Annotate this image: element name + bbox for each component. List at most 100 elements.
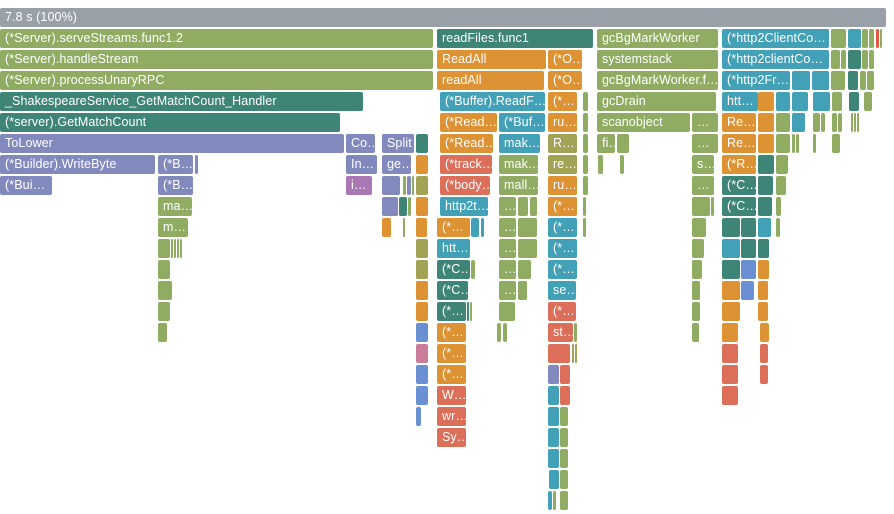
flame-frame[interactable]: (*C…: [722, 197, 756, 216]
flame-frame[interactable]: (*C…: [722, 176, 756, 195]
flame-frame[interactable]: …: [692, 113, 718, 132]
flame-frame[interactable]: …: [499, 239, 516, 258]
flame-frame[interactable]: readFiles.func1: [437, 29, 593, 48]
flame-frame-sliver[interactable]: [792, 92, 808, 111]
flame-frame-sliver[interactable]: [722, 218, 740, 237]
flame-frame-sliver[interactable]: [848, 29, 861, 48]
flame-frame[interactable]: (*body…: [440, 176, 490, 195]
flame-frame-sliver[interactable]: [560, 407, 568, 426]
flame-frame-sliver[interactable]: [195, 155, 198, 174]
flame-frame-sliver[interactable]: [692, 260, 702, 279]
flame-frame-sliver[interactable]: [692, 323, 699, 342]
flame-frame-sliver[interactable]: [776, 197, 781, 216]
flame-frame-sliver[interactable]: [869, 29, 874, 48]
flame-frame[interactable]: (*Read…: [440, 134, 493, 153]
flame-frame[interactable]: (*…: [437, 365, 466, 384]
flame-frame[interactable]: (*O…: [548, 50, 582, 69]
flame-frame-sliver[interactable]: [416, 302, 428, 321]
flame-frame-sliver[interactable]: [821, 113, 825, 132]
flame-frame-sliver[interactable]: [857, 113, 859, 132]
flame-frame-sliver[interactable]: [758, 155, 774, 174]
flame-frame-sliver[interactable]: [158, 239, 170, 258]
flame-frame-sliver[interactable]: [722, 260, 740, 279]
flame-frame[interactable]: gcBgMarkWorker: [597, 29, 718, 48]
flame-frame-sliver[interactable]: [548, 386, 559, 405]
flame-frame-sliver[interactable]: [518, 239, 537, 258]
flame-frame[interactable]: (*O…: [548, 71, 582, 90]
flame-frame-sliver[interactable]: [792, 134, 795, 153]
flame-frame-sliver[interactable]: [758, 302, 768, 321]
flame-frame-sliver[interactable]: [416, 344, 428, 363]
flame-frame-sliver[interactable]: [692, 302, 700, 321]
flame-frame[interactable]: W…: [437, 386, 466, 405]
flame-frame-sliver[interactable]: [860, 71, 866, 90]
flame-frame-sliver[interactable]: [831, 29, 846, 48]
flame-frame[interactable]: (*Builder).WriteByte: [0, 155, 155, 174]
flame-frame-sliver[interactable]: [812, 71, 829, 90]
flame-frame-sliver[interactable]: [382, 218, 391, 237]
flame-frame[interactable]: (*…: [548, 92, 577, 111]
flame-frame[interactable]: http2t…: [440, 197, 488, 216]
flame-frame-sliver[interactable]: [403, 176, 406, 195]
flame-frame[interactable]: (*Server).handleStream: [0, 50, 433, 69]
flame-frame-sliver[interactable]: [583, 176, 588, 195]
flame-frame[interactable]: htt…: [437, 239, 470, 258]
flame-frame-sliver[interactable]: [758, 218, 771, 237]
flame-frame[interactable]: Sy…: [437, 428, 466, 447]
flame-frame-sliver[interactable]: [776, 134, 790, 153]
flame-frame-sliver[interactable]: [876, 29, 879, 48]
flame-frame-sliver[interactable]: [758, 176, 773, 195]
flame-frame-sliver[interactable]: [776, 155, 788, 174]
flame-frame[interactable]: st…: [548, 323, 573, 342]
flame-frame-sliver[interactable]: [692, 239, 704, 258]
flame-frame-sliver[interactable]: [758, 197, 772, 216]
flame-frame-sliver[interactable]: [776, 113, 790, 132]
flame-frame[interactable]: (*B…: [158, 155, 193, 174]
flame-frame-sliver[interactable]: [758, 134, 774, 153]
flame-frame[interactable]: In…: [346, 155, 377, 174]
flame-frame-sliver[interactable]: [548, 407, 559, 426]
flame-frame-sliver[interactable]: [583, 155, 588, 174]
flame-frame[interactable]: Re…: [722, 134, 756, 153]
flame-frame[interactable]: ru…: [548, 113, 577, 132]
flame-frame-sliver[interactable]: [841, 50, 846, 69]
flame-frame-sliver[interactable]: [832, 113, 837, 132]
flame-frame-sliver[interactable]: [831, 50, 840, 69]
flame-frame[interactable]: …: [692, 176, 714, 195]
flame-frame-sliver[interactable]: [481, 218, 484, 237]
flame-frame-sliver[interactable]: [575, 344, 577, 363]
flame-frame[interactable]: (*Buffer).ReadF…: [440, 92, 545, 111]
flame-frame-sliver[interactable]: [722, 344, 738, 363]
flame-frame-sliver[interactable]: [548, 344, 570, 363]
flame-frame-sliver[interactable]: [711, 197, 714, 216]
flame-frame-sliver[interactable]: [832, 134, 840, 153]
flame-frame-sliver[interactable]: [864, 92, 872, 111]
flame-frame[interactable]: systemstack: [597, 50, 718, 69]
flame-frame[interactable]: (*B…: [158, 176, 193, 195]
flame-frame[interactable]: _ShakespeareService_GetMatchCount_Handle…: [0, 92, 363, 111]
flame-frame-sliver[interactable]: [548, 449, 559, 468]
flame-frame-sliver[interactable]: [416, 176, 428, 195]
flame-frame-sliver[interactable]: [813, 92, 830, 111]
flame-frame-sliver[interactable]: [412, 176, 414, 195]
flame-frame-sliver[interactable]: [758, 92, 774, 111]
flame-frame[interactable]: (*track…: [440, 155, 492, 174]
flame-frame-sliver[interactable]: [174, 239, 176, 258]
flame-frame[interactable]: (*…: [548, 260, 577, 279]
flame-frame[interactable]: …: [692, 134, 718, 153]
flame-frame-sliver[interactable]: [416, 260, 428, 279]
flame-frame-sliver[interactable]: [416, 239, 428, 258]
flame-frame-sliver[interactable]: [399, 197, 407, 216]
flame-frame-sliver[interactable]: [848, 50, 861, 69]
flame-frame-sliver[interactable]: [180, 239, 182, 258]
flame-frame-sliver[interactable]: [722, 365, 738, 384]
flame-frame-sliver[interactable]: [548, 428, 559, 447]
flame-frame-sliver[interactable]: [158, 323, 167, 342]
flame-frame-sliver[interactable]: [467, 302, 469, 321]
flame-frame-sliver[interactable]: [572, 344, 574, 363]
flame-frame-sliver[interactable]: [583, 92, 588, 111]
flame-frame-sliver[interactable]: [776, 218, 780, 237]
flame-frame[interactable]: …: [499, 260, 516, 279]
flame-frame-sliver[interactable]: [792, 113, 805, 132]
flame-frame[interactable]: …: [499, 197, 516, 216]
